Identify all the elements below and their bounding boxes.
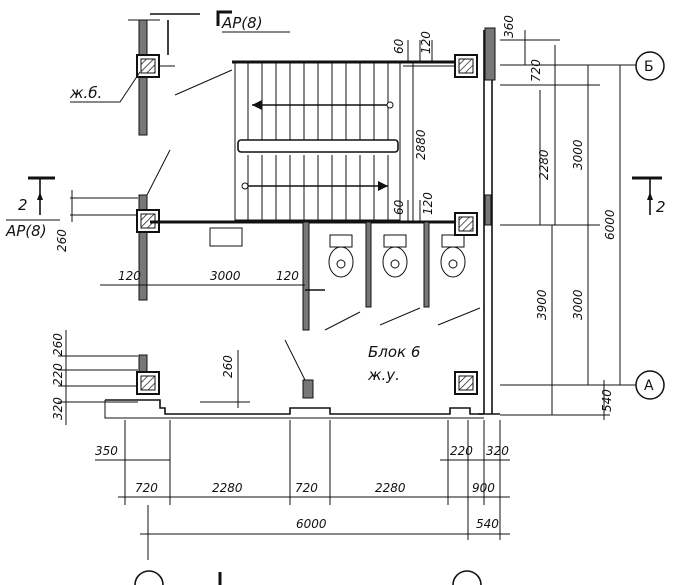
wc-2 xyxy=(382,234,408,278)
label-block: Блок 6 xyxy=(368,343,420,361)
wc-1 xyxy=(328,234,354,278)
middle-dimensions: 120 3000 120 260 xyxy=(55,190,305,286)
section-mark-left: 2 АР(8) xyxy=(5,176,60,240)
dim-left-260-a: 260 xyxy=(55,229,69,252)
left-wall-lower xyxy=(136,339,314,399)
right-dimensions: 360 720 2280 3000 3000 6000 3900 540 xyxy=(500,15,640,420)
stair-treads-lower xyxy=(247,155,389,220)
dim-stair-2880: 2880 xyxy=(414,129,428,160)
dim-mid-260: 260 xyxy=(221,355,235,378)
dim-bot-720-b: 720 xyxy=(295,481,318,495)
bottom-dimensions: 350 220 320 720 2280 720 2280 900 6000 5… xyxy=(95,420,510,560)
wc-3 xyxy=(440,234,466,278)
section-ref-left: АР(8) xyxy=(5,222,47,240)
dim-left-320: 320 xyxy=(51,397,65,420)
stair-arrow-up xyxy=(252,100,394,110)
label-reinforced-concrete: ж.б. xyxy=(69,71,141,103)
dim-top-720: 720 xyxy=(529,59,543,82)
left-wall-upper xyxy=(128,19,175,136)
dim-right-3000-a: 3000 xyxy=(571,139,585,170)
left-wall-middle xyxy=(136,149,171,301)
dim-bot-6000: 6000 xyxy=(296,517,327,531)
stair-dimensions: 60 120 2880 60 120 xyxy=(392,31,460,222)
dim-stair-120-a: 120 xyxy=(419,31,433,54)
axis-marker-bottom: А xyxy=(635,370,665,400)
dim-mid-3000: 3000 xyxy=(210,269,241,283)
label-zhb: ж.б. xyxy=(69,84,102,102)
meter-box xyxy=(209,227,243,247)
dim-bot-320: 320 xyxy=(486,444,509,458)
dim-bot-720-a: 720 xyxy=(135,481,158,495)
dim-right-2280: 2280 xyxy=(537,149,551,180)
label-block-sub: ж.у. xyxy=(367,366,400,384)
right-wall xyxy=(454,27,500,415)
section-ref-top: АР(8) xyxy=(221,14,263,32)
dim-bot-540: 540 xyxy=(476,517,499,531)
section-number-left: 2 xyxy=(18,196,28,214)
dim-bot-220: 220 xyxy=(450,444,473,458)
axis-marker-top: Б xyxy=(635,51,665,81)
stair-treads-upper xyxy=(247,62,389,140)
section-mark-top: АР(8) xyxy=(150,10,290,33)
stair-arrow-down xyxy=(241,181,388,191)
section-number-right: 2 xyxy=(656,198,666,216)
dim-right-3900: 3900 xyxy=(535,289,549,320)
dim-bot-2280-a: 2280 xyxy=(212,481,243,495)
dim-stair-60-a: 60 xyxy=(392,38,406,54)
dim-left-120: 120 xyxy=(118,269,141,283)
dim-right-3000-b: 3000 xyxy=(571,289,585,320)
stair-handrail xyxy=(237,139,399,153)
dim-left-220: 220 xyxy=(51,363,65,386)
axis-label-bottom: А xyxy=(644,378,654,394)
dim-bot-2280-b: 2280 xyxy=(375,481,406,495)
dim-top-360: 360 xyxy=(502,15,516,38)
dim-stair-60-b: 60 xyxy=(392,199,406,215)
dim-stair-120-b: 120 xyxy=(421,192,435,215)
section-mark-right: 2 xyxy=(632,176,666,216)
foundation-strip xyxy=(104,399,484,419)
axis-bubbles-bottom xyxy=(134,570,482,585)
dim-right-540: 540 xyxy=(600,389,614,412)
dim-bot-350: 350 xyxy=(95,444,118,458)
toilet-block: Блок 6 ж.у. xyxy=(302,221,481,384)
axis-label-top: Б xyxy=(644,59,654,75)
dim-right-6000: 6000 xyxy=(603,209,617,240)
dim-left-260-b: 260 xyxy=(51,333,65,356)
dim-bot-900: 900 xyxy=(472,481,495,495)
left-lower-dimensions: 260 220 320 260 xyxy=(51,330,250,425)
dim-mid-120: 120 xyxy=(276,269,299,283)
